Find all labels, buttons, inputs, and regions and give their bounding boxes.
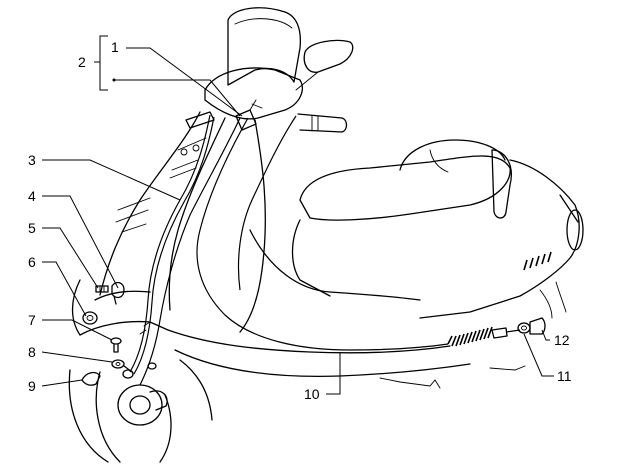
part-11-nut <box>517 322 531 334</box>
part-9-clip <box>81 371 101 386</box>
part-5-bolt <box>95 285 109 293</box>
part-7-screw <box>110 337 122 353</box>
part-12-cap <box>529 317 546 335</box>
callout-3: 3 <box>28 152 36 168</box>
cable-end-fittings <box>122 321 157 379</box>
callout-1: 1 <box>111 39 119 55</box>
cable-adjuster-spring <box>447 326 521 347</box>
part-1-junction <box>235 99 263 131</box>
callout-2: 2 <box>78 54 86 70</box>
part-4-clamp <box>111 281 125 305</box>
callout-8: 8 <box>28 344 36 360</box>
callout-7: 7 <box>28 312 36 328</box>
callout-12: 12 <box>554 332 570 348</box>
callout-9: 9 <box>28 378 36 394</box>
callout-labels: 1 2 3 4 5 6 7 8 9 10 11 12 <box>28 39 572 402</box>
callout-5: 5 <box>28 220 36 236</box>
callout-6: 6 <box>28 254 36 270</box>
cables <box>129 114 546 386</box>
part-6-grommet <box>82 311 98 325</box>
leader-lines <box>41 35 554 395</box>
callout-4: 4 <box>28 188 36 204</box>
callout-11: 11 <box>557 368 572 384</box>
callout-10: 10 <box>304 386 320 402</box>
